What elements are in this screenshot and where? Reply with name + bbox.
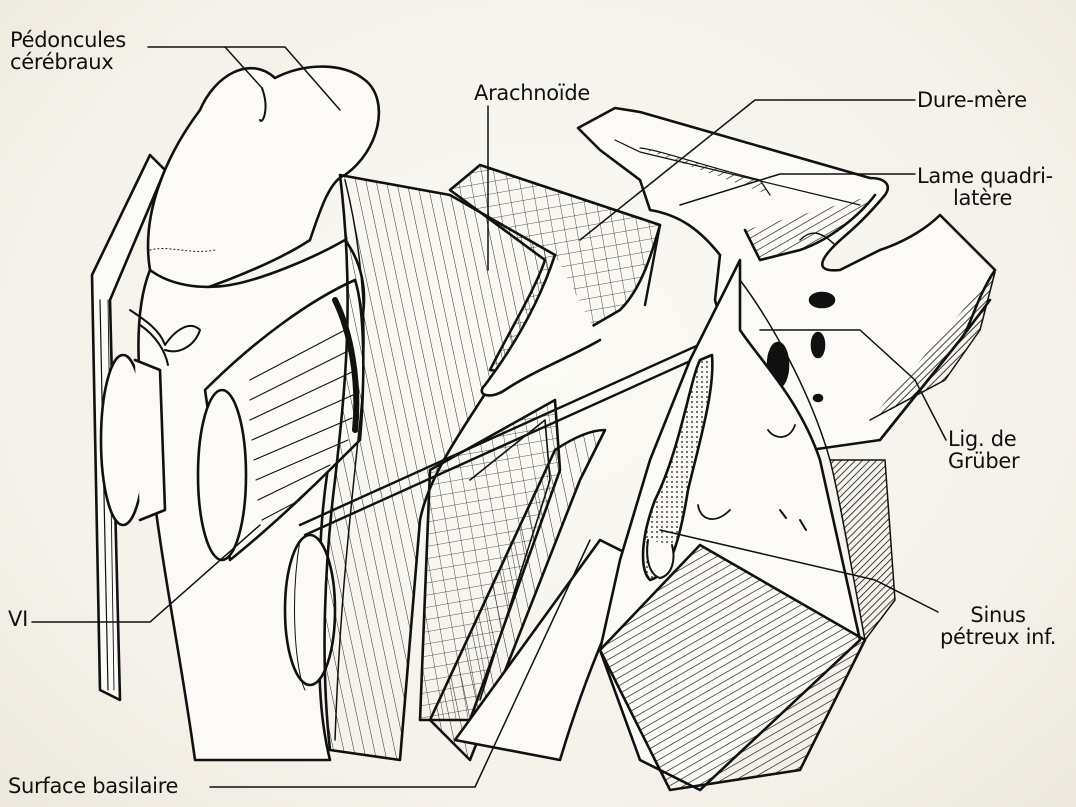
label-line: Sinus (940, 604, 1056, 626)
label-lame-quadrilatere: Lame quadri- latère (917, 165, 1053, 209)
label-surface-basilaire: Surface basilaire (8, 775, 178, 797)
label-line: latère (917, 187, 1053, 209)
label-line: Grüber (948, 450, 1019, 472)
label-lig-de-gruber: Lig. de Grüber (948, 428, 1019, 472)
label-line: pétreux inf. (940, 626, 1056, 648)
label-line: Lame quadri- (917, 165, 1053, 187)
label-arachnoide: Arachnoïde (474, 82, 590, 104)
label-vi: VI (8, 608, 28, 630)
label-line: Pédoncules (10, 29, 126, 51)
label-line: cérébraux (10, 51, 126, 73)
label-dure-mere: Dure-mère (917, 89, 1027, 111)
label-line: Lig. de (948, 428, 1019, 450)
label-pedoncules-cerebraux: Pédoncules cérébraux (10, 29, 126, 73)
label-sinus-petreux: Sinus pétreux inf. (940, 604, 1056, 648)
